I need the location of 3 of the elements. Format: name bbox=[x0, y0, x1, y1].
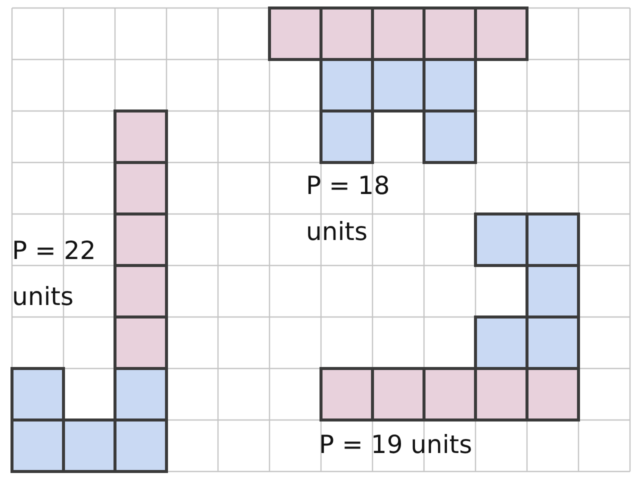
perimeter-label: P = 18 units bbox=[306, 170, 391, 248]
perimeter-label: P = 19 units bbox=[319, 429, 474, 461]
perimeter-label: P = 22 units bbox=[12, 235, 97, 313]
